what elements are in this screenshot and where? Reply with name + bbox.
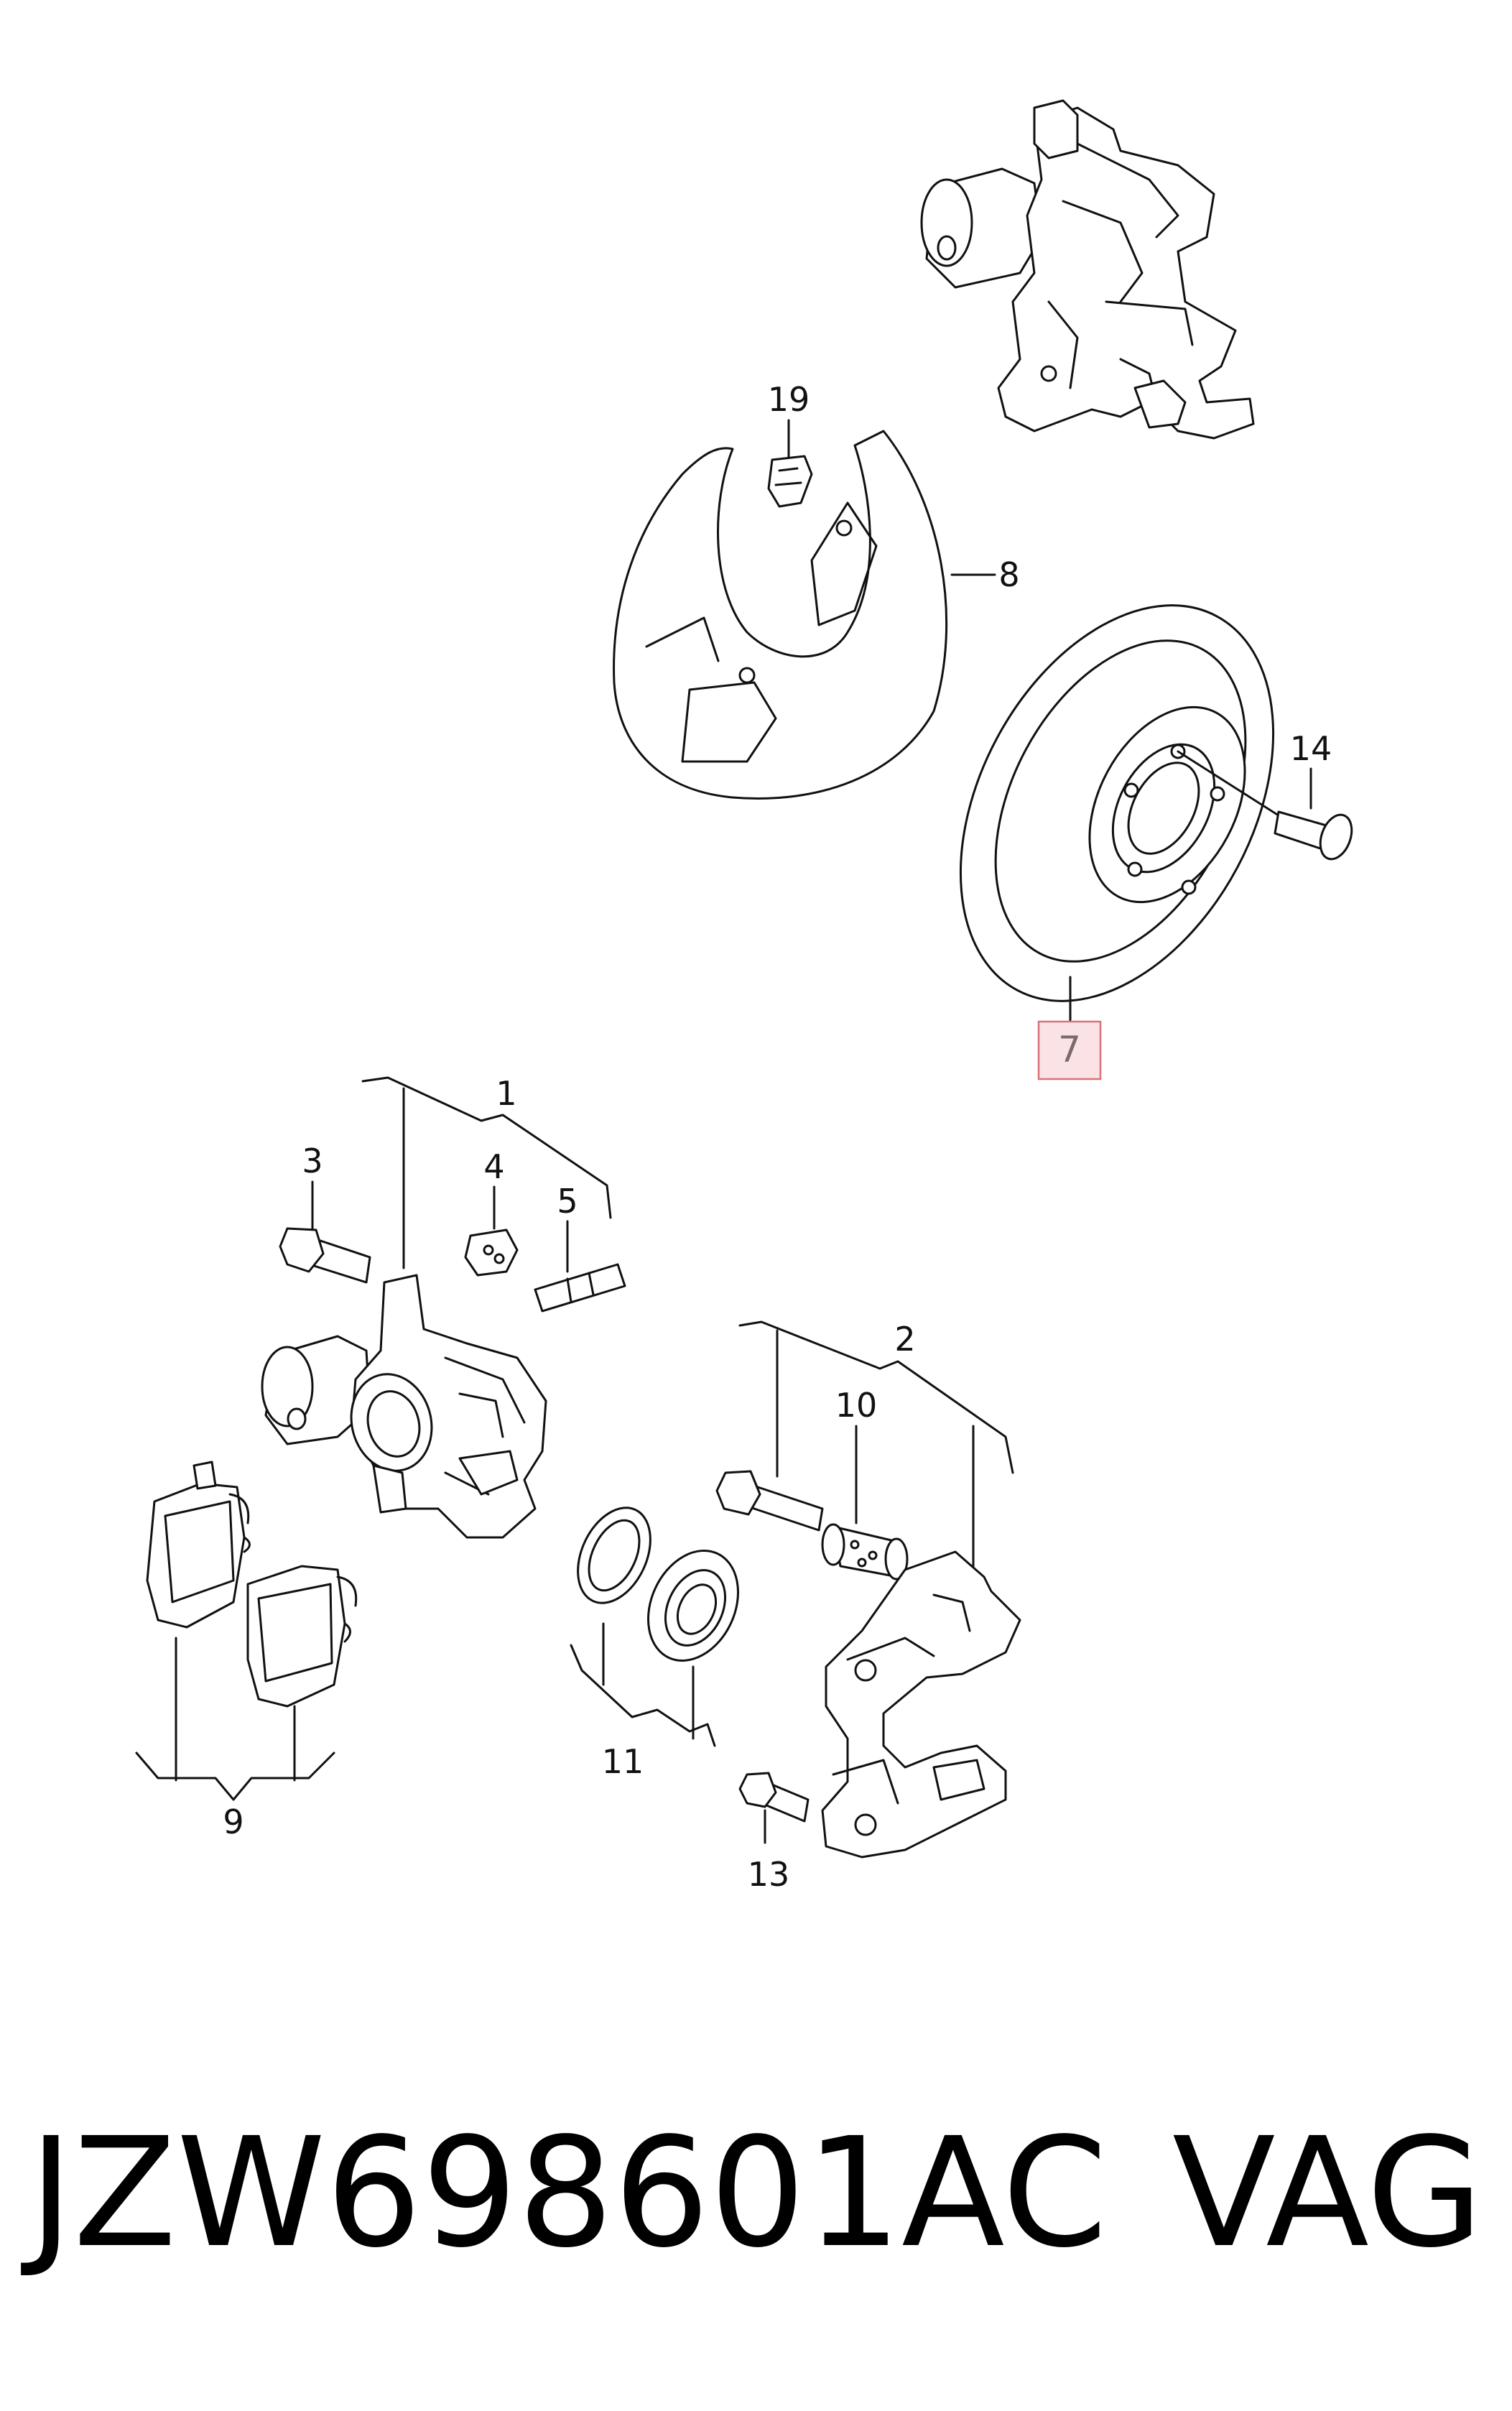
callout-label-5: 4 bbox=[483, 1147, 504, 1186]
caliper-body-drawing bbox=[261, 1274, 547, 1539]
callout-10: 10 bbox=[715, 1386, 909, 1581]
part-number: JZW698601AC bbox=[21, 2105, 1108, 2281]
callout-3: 3 bbox=[279, 1142, 371, 1284]
caliper-top-drawing bbox=[920, 99, 1255, 440]
callout-label-4: 5 bbox=[557, 1182, 578, 1221]
callout-label-14: 14 bbox=[1290, 729, 1332, 768]
callout-label-19: 19 bbox=[768, 380, 810, 419]
seal-11-drawing bbox=[577, 1507, 651, 1604]
brake-pads-drawing bbox=[146, 1461, 358, 1708]
callout-label-1: 1 bbox=[496, 1074, 516, 1113]
callout-5: 4 bbox=[464, 1147, 519, 1277]
callout-14: 14 bbox=[1177, 729, 1353, 861]
callout-label-13: 13 bbox=[748, 1855, 790, 1894]
callout-13: 13 bbox=[738, 1772, 810, 1894]
callout-19: 19 bbox=[767, 380, 813, 508]
brake-disc-drawing bbox=[959, 604, 1275, 1002]
callout-2: 2 bbox=[738, 1320, 1014, 1578]
callout-1: 1 bbox=[361, 1074, 612, 1269]
part-code-footer: JZW698601AC VAG bbox=[21, 2105, 1483, 2281]
callout-4: 5 bbox=[534, 1182, 626, 1313]
clip-19-drawing bbox=[767, 455, 813, 508]
callout-label-10: 10 bbox=[835, 1386, 878, 1425]
brand-name: VAG bbox=[1172, 2105, 1483, 2281]
bearing-11-drawing bbox=[647, 1549, 739, 1662]
dust-shield-drawing bbox=[613, 430, 948, 800]
callout-label-3: 3 bbox=[302, 1142, 323, 1180]
carrier-drawing bbox=[821, 1550, 1021, 1859]
callout-7[interactable]: 7 bbox=[1037, 976, 1102, 1080]
callout-label-8: 8 bbox=[998, 555, 1019, 594]
callout-label-11: 11 bbox=[602, 1742, 644, 1781]
callout-9: 9 bbox=[135, 1637, 335, 1841]
callout-label-9: 9 bbox=[223, 1803, 244, 1841]
pin-4-drawing bbox=[534, 1263, 626, 1313]
callout-7-highlight-box bbox=[1037, 1020, 1102, 1080]
callout-label-2: 2 bbox=[894, 1320, 915, 1359]
callout-label-7: 7 bbox=[1058, 1029, 1081, 1070]
callout-8: 8 bbox=[950, 555, 1020, 594]
callout-11: 11 bbox=[570, 1507, 739, 1781]
